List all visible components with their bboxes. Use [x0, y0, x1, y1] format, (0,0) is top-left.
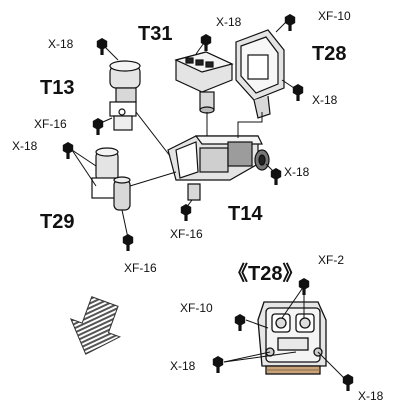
hex-bolt-icon — [96, 38, 108, 55]
hex-bolt-icon — [122, 234, 134, 251]
label-xf2: XF-2 — [318, 253, 345, 267]
hex-bolt-icon — [180, 204, 192, 221]
label-x18: X-18 — [312, 93, 338, 107]
label-t31: T31 — [138, 23, 173, 45]
label-x18: X-18 — [216, 15, 242, 29]
label-xf16: XF-16 — [124, 261, 157, 275]
label-x18: X-18 — [48, 37, 74, 51]
label-t29: T29 — [40, 211, 75, 233]
hex-bolt-icon — [212, 356, 224, 373]
detail-title: 《T28》 — [228, 263, 303, 285]
part-t29 — [91, 147, 131, 211]
hex-bolt-icon — [234, 314, 246, 331]
part-t28-detail — [257, 301, 327, 375]
label-t13: T13 — [40, 77, 75, 99]
label-x18: X-18 — [12, 139, 38, 153]
hex-bolt-icon — [62, 142, 74, 159]
down-left-arrow-icon — [69, 296, 121, 355]
part-t31 — [174, 51, 234, 114]
hex-bolt-icon — [270, 168, 282, 185]
hex-bolt-icon — [342, 374, 354, 391]
label-xf16: XF-16 — [34, 117, 67, 131]
label-x18: X-18 — [170, 359, 196, 373]
label-xf10: XF-10 — [180, 301, 213, 315]
part-t14 — [167, 135, 270, 201]
hex-bolt-icon — [284, 14, 296, 31]
hex-bolt-icon — [292, 84, 304, 101]
part-t13 — [109, 60, 141, 131]
label-xf10: XF-10 — [318, 9, 351, 23]
label-x18: X-18 — [284, 165, 310, 179]
label-t28: T28 — [312, 43, 347, 65]
label-x18: X-18 — [358, 389, 384, 403]
hex-bolt-icon — [92, 118, 104, 135]
hex-bolt-icon — [200, 34, 212, 51]
label-t14: T14 — [228, 203, 263, 225]
label-xf16: XF-16 — [170, 227, 203, 241]
part-t28 — [235, 29, 285, 119]
